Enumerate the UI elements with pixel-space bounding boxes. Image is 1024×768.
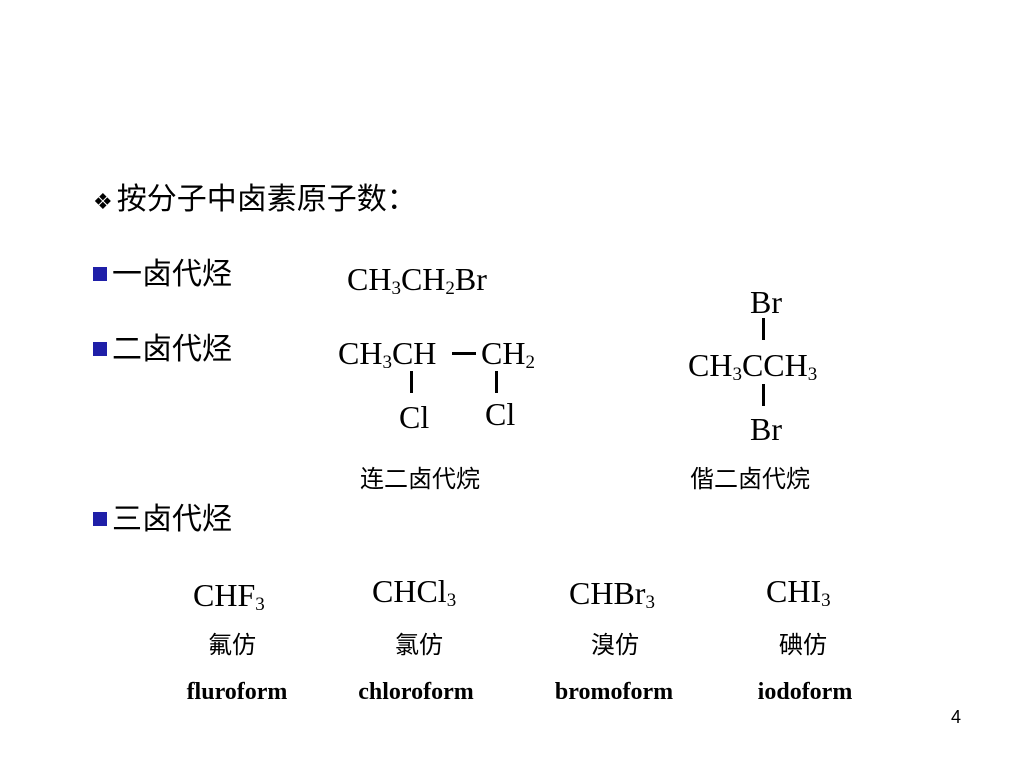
bond-horizontal (452, 352, 476, 355)
vicinal-formula-right: CH2 (481, 334, 535, 382)
formula-subscript: 2 (445, 278, 455, 299)
category-label: 三卤代烃 (112, 502, 232, 537)
geminal-top: Br (750, 284, 782, 320)
trihalo-cn-name: 溴仿 (591, 631, 639, 659)
formula-part: CH (338, 335, 383, 371)
trihalo-formula: CHBr3 (569, 574, 655, 622)
category-label: 一卤代烃 (112, 257, 232, 292)
geminal-formula: CH3CCH3 (688, 346, 817, 394)
formula-subscript: 3 (645, 592, 655, 613)
heading: ❖按分子中卤素原子数： (93, 180, 417, 223)
bond-vertical (410, 371, 413, 393)
formula-subscript: 3 (391, 278, 401, 299)
bond-vertical (495, 371, 498, 393)
trihalo-formula: CHI3 (766, 572, 831, 620)
trihalo-cn-name: 碘仿 (779, 631, 827, 659)
trihalo-formula: CHCl3 (372, 572, 456, 620)
formula-subscript: 2 (525, 352, 535, 373)
mono-formula: CH3CH2Br (347, 260, 487, 308)
diamond-bullet-icon: ❖ (93, 190, 113, 215)
category-di: 二卤代烃 (93, 330, 232, 370)
trihalo-en-name: chloroform (358, 679, 474, 705)
formula-part: Br (454, 261, 487, 297)
formula-part: CHBr (569, 575, 646, 611)
category-tri: 三卤代烃 (93, 500, 232, 540)
vicinal-sub-right: Cl (485, 396, 516, 432)
category-mono: 一卤代烃 (93, 255, 232, 295)
trihalo-en-name: bromoform (554, 679, 674, 705)
geminal-caption: 偕二卤代烷 (690, 465, 810, 493)
formula-subscript: 3 (821, 590, 831, 611)
square-bullet-icon (93, 267, 107, 281)
formula-subscript: 3 (732, 364, 742, 385)
formula-part: CH (400, 261, 446, 297)
geminal-bottom: Br (750, 411, 782, 447)
formula-part: CH (347, 261, 392, 297)
vicinal-caption: 连二卤代烷 (360, 465, 480, 493)
formula-part: CH (391, 335, 437, 371)
trihalo-cn-name: 氟仿 (208, 631, 256, 659)
formula-part: CHCl (372, 573, 447, 609)
formula-subscript: 3 (807, 364, 818, 385)
formula-part: CHI (766, 573, 822, 609)
formula-part: CH (481, 335, 526, 371)
bond-vertical (762, 384, 765, 406)
formula-part: CHF (193, 577, 256, 613)
bond-vertical (762, 318, 765, 340)
trihalo-formula: CHF3 (193, 576, 265, 624)
trihalo-en-name: fluroform (186, 679, 288, 705)
formula-subscript: 3 (382, 352, 392, 373)
category-label: 二卤代烃 (112, 332, 232, 367)
trihalo-en-name: iodoform (757, 679, 853, 705)
square-bullet-icon (93, 342, 107, 356)
page-number: 4 (951, 707, 962, 727)
heading-text: 按分子中卤素原子数： (116, 182, 417, 217)
formula-part: CH (688, 347, 733, 383)
vicinal-sub-left: Cl (399, 399, 430, 435)
trihalo-cn-name: 氯仿 (395, 631, 443, 659)
formula-subscript: 3 (446, 590, 457, 611)
formula-subscript: 3 (255, 594, 265, 615)
vicinal-formula: CH3CH (338, 334, 436, 382)
formula-part: CCH (741, 347, 808, 383)
square-bullet-icon (93, 512, 107, 526)
